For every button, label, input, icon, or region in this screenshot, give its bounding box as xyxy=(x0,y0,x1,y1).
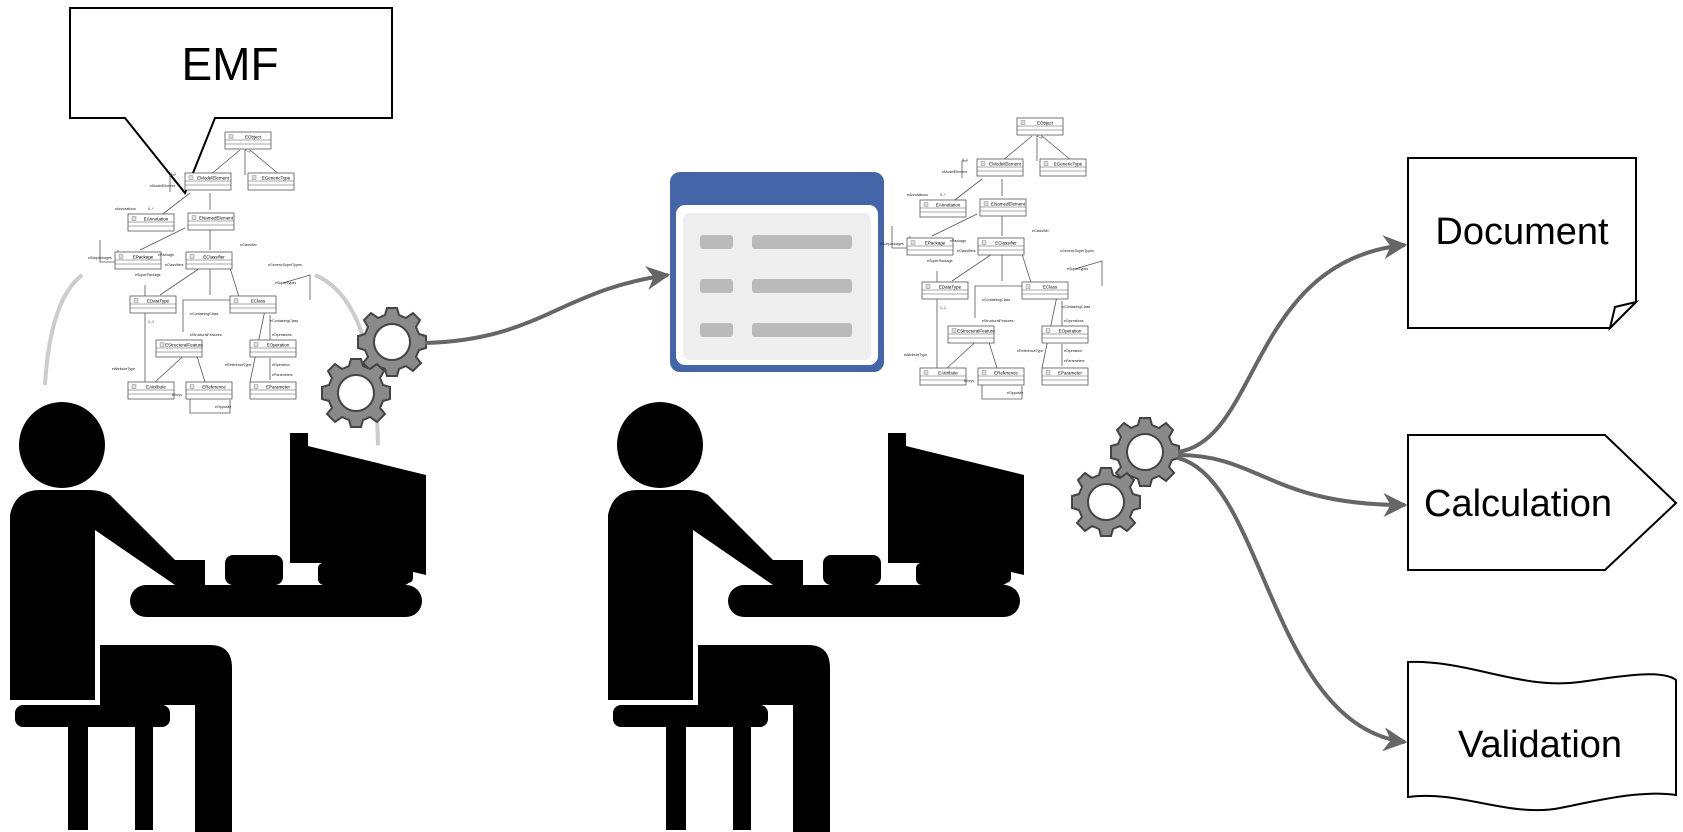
uml-class-eclass: EClass xyxy=(251,299,266,304)
uml-class-eannotation: EAnnotation xyxy=(144,217,169,222)
uml-ref-eattributetype: eAttributeType xyxy=(112,367,135,371)
uml-mult-0-1: 0..1 xyxy=(170,172,176,176)
uml-ref-esuperpackage: eSuperPackage xyxy=(135,273,161,277)
uml-ref-emodelelement: eModelElement xyxy=(150,184,175,188)
output-validation: Validation xyxy=(1407,660,1677,812)
uml-ref-ereferencetype: eReferenceType xyxy=(225,363,251,367)
uml-ref-eclassifier: eClassifier xyxy=(240,243,258,247)
uml-ref-esupertypes: eSuperTypes xyxy=(275,281,296,285)
uml-ref-econtainingclass-right: eContainingClass xyxy=(270,319,298,323)
arrow-to-validation xyxy=(1177,456,1408,752)
gear-icon-right-small xyxy=(1071,467,1141,537)
uml-ref-eoperation: eOperation xyxy=(272,363,290,367)
uml-ref-estructuralfeatures: eStructuralFeatures xyxy=(190,333,222,337)
output-document: Document xyxy=(1407,157,1640,332)
output-calculation: Calculation xyxy=(1407,434,1678,571)
gear-icon-right-large xyxy=(1110,417,1180,487)
gear-icon-left-large xyxy=(357,307,427,377)
emf-callout: EMF xyxy=(69,7,393,195)
output-document-label: Document xyxy=(1435,211,1609,253)
output-validation-label: Validation xyxy=(1458,724,1622,766)
uml-class-epackage: EPackage xyxy=(133,255,154,260)
thought-arc-left xyxy=(43,273,84,386)
uml-class-edatatype: EDataType xyxy=(147,299,170,304)
uml-ref-eoperations: eOperations xyxy=(272,333,292,337)
uml-ref-eopposite: eOpposite xyxy=(215,405,231,409)
uml-ref-epackage: ePackage xyxy=(158,253,174,257)
uml-class-emodelelement: EModelElement xyxy=(197,176,230,181)
uml-class-eclassifier: EClassifier xyxy=(203,255,225,260)
uml-ref-econtainingclass-left: eContainingClass xyxy=(190,312,218,316)
uml-class-ereference: EReference xyxy=(202,385,226,390)
ecore-uml-model: EObject EModelElement EGenericType EAnno… xyxy=(88,131,311,414)
uml-ref-eannotations: eAnnotations xyxy=(115,207,136,211)
ecore-uml-model-copy xyxy=(880,118,1102,399)
person-at-computer-middle xyxy=(608,402,1024,832)
uml-mult-1-1: 1..1 xyxy=(148,320,154,324)
uml-class-eattribute: EAttribute xyxy=(146,385,166,390)
uml-class-estructuralfeature: EStructuralFeature xyxy=(165,343,203,348)
uml-class-egenerictype: EGenericType xyxy=(262,176,291,181)
uml-class-eoperation: EOperation xyxy=(267,343,290,348)
uml-ref-eclassifiers: eClassifiers xyxy=(165,263,184,267)
uml-class-eparameter: EParameter xyxy=(266,385,291,390)
uml-class-eobject: EObject xyxy=(245,135,262,140)
uml-class-enamedelement: ENamedElement xyxy=(199,216,234,221)
arrow-to-calculation xyxy=(1177,453,1408,517)
uml-mult-0-many: 0..* xyxy=(148,207,154,211)
editor-window xyxy=(670,172,884,372)
output-calculation-label: Calculation xyxy=(1424,483,1612,525)
uml-ref-egenericsupertypes: eGenericSuperTypes xyxy=(268,263,302,267)
uml-ref-ekeys: eKeys xyxy=(172,393,182,397)
uml-ref-esubpackages: eSubpackages xyxy=(88,256,112,260)
arrow-to-editor xyxy=(424,266,671,345)
emf-callout-text: EMF xyxy=(181,38,278,90)
uml-ref-eparameters: eParameters xyxy=(272,373,293,377)
person-at-computer-left xyxy=(10,402,426,832)
arrow-to-document xyxy=(1177,235,1408,454)
gear-icon-left-small xyxy=(321,358,391,428)
